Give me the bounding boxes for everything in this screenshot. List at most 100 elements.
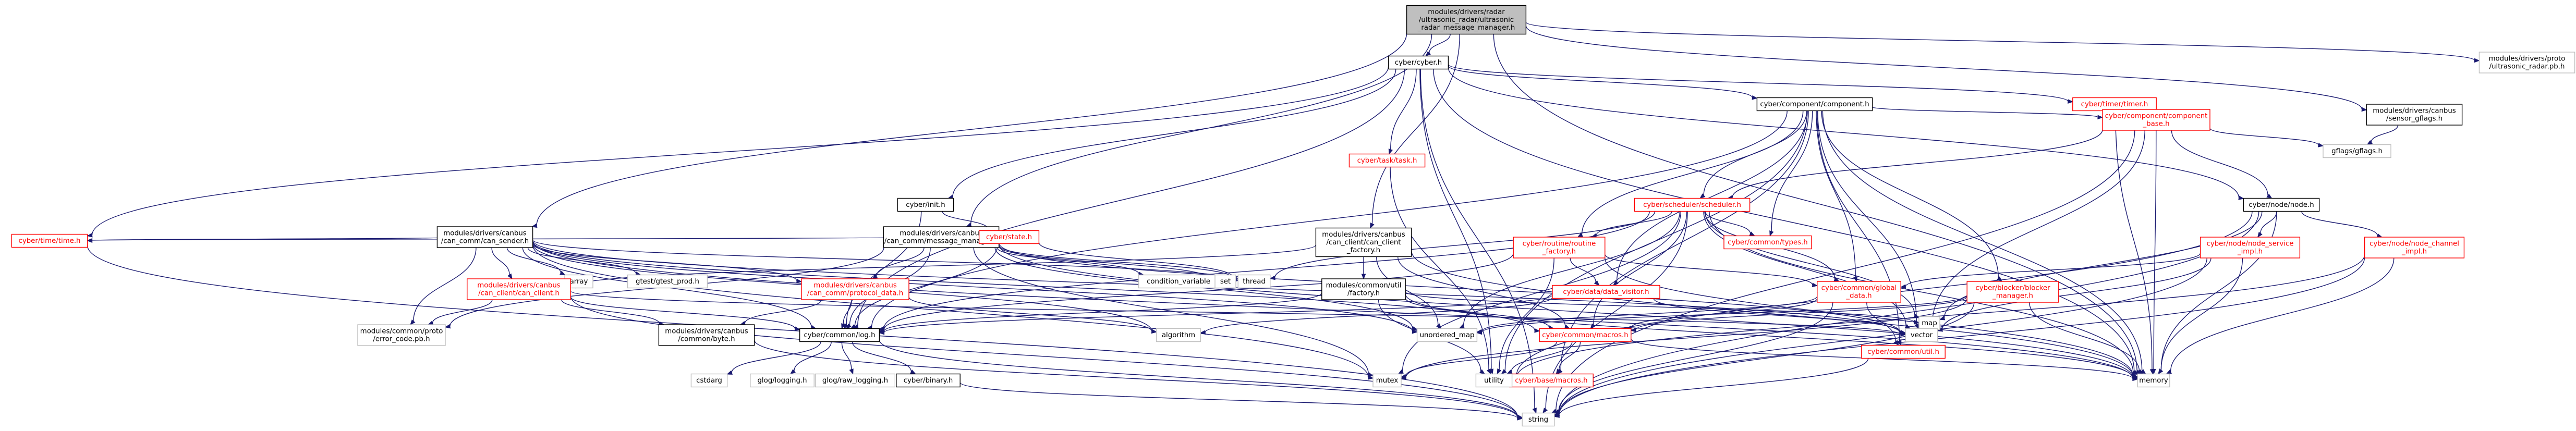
- node-box: [627, 274, 708, 289]
- node-box: [1156, 328, 1201, 342]
- edge-line: [2260, 211, 2277, 233]
- edge-arrowhead: [1900, 284, 1906, 289]
- node-label-line: cyber/blocker/blocker: [1975, 285, 2050, 292]
- node-box: [1138, 274, 1219, 289]
- edge-blocker-to-string: [1553, 302, 1975, 416]
- edge-root-to-can-client-factory: [1370, 34, 1461, 229]
- node-label-line: cyber/binary.h: [904, 377, 953, 385]
- node-error-code: modules/common/proto/error_code.pb.h: [357, 324, 446, 346]
- node-sched[interactable]: cyber/scheduler/scheduler.h: [1634, 198, 1751, 212]
- node-box: [2364, 237, 2465, 258]
- edge-arrowhead: [1476, 330, 1483, 335]
- node-box: [1475, 373, 1513, 388]
- edge-sched-to-string: [1542, 211, 1688, 414]
- edge-arrowhead: [2151, 368, 2156, 375]
- edge-line: [1560, 110, 1809, 371]
- edge-line: [998, 244, 2133, 378]
- node-memory: memory: [2137, 373, 2170, 388]
- node-task[interactable]: cyber/task/task.h: [1348, 153, 1426, 168]
- node-state[interactable]: cyber/state.h: [978, 230, 1040, 244]
- node-time-h[interactable]: cyber/time/time.h: [11, 233, 88, 248]
- node-util-factory[interactable]: modules/common/util/factory.h: [1321, 278, 1406, 300]
- edge-arrowhead: [1486, 368, 1491, 375]
- edge-line: [908, 297, 1152, 332]
- edge-cyber-h-to-timer: [1448, 64, 2074, 104]
- node-gflags-h[interactable]: modules/drivers/canbus/sensor_gflags.h: [2366, 104, 2463, 126]
- node-cyber-h[interactable]: cyber/cyber.h: [1388, 55, 1449, 70]
- node-global[interactable]: cyber/common/global_data.h: [1817, 281, 1901, 303]
- edge-rt-factory-to-global: [1605, 254, 1818, 288]
- node-box: [1237, 274, 1271, 289]
- node-box: [1966, 281, 2059, 303]
- node-root[interactable]: modules/drivers/radar/ultrasonic_radar/u…: [1406, 5, 1527, 35]
- node-can-client-factory[interactable]: modules/drivers/canbus/can_client/can_cl…: [1315, 227, 1412, 257]
- node-box: [1315, 227, 1412, 257]
- edge-arrowhead: [410, 319, 416, 326]
- node-glog: glog/logging.h: [750, 373, 815, 388]
- edge-line: [1705, 211, 1751, 234]
- node-label-line: modules/drivers/proto: [2489, 55, 2566, 63]
- edge-arrowhead: [2140, 369, 2146, 375]
- node-chan-impl[interactable]: cyber/node/node_channel_impl.h: [2364, 237, 2465, 258]
- edge-comp-to-global: [1816, 110, 1858, 282]
- node-timer[interactable]: cyber/timer/timer.h: [2072, 97, 2157, 112]
- edge-node-h-to-map: [1939, 211, 2263, 321]
- node-label-line: _data.h: [1845, 292, 1872, 300]
- node-node-h[interactable]: cyber/node/node.h: [2243, 198, 2320, 212]
- node-types[interactable]: cyber/common/types.h: [1723, 235, 1812, 250]
- node-log[interactable]: cyber/common/log.h: [799, 328, 880, 342]
- edge-line: [973, 247, 1369, 375]
- edge-blocker-to-mutex: [1400, 298, 1967, 380]
- node-comp[interactable]: cyber/component/component.h: [1756, 97, 1873, 112]
- edge-blocker-to-macros: [1630, 296, 1967, 333]
- edge-cyber-h-to-task: [1388, 69, 1417, 155]
- node-svc-impl[interactable]: cyber/node/node_service_impl.h: [2200, 237, 2301, 258]
- node-binary[interactable]: cyber/binary.h: [896, 373, 961, 388]
- node-box: [1416, 328, 1478, 342]
- node-rt-factory[interactable]: cyber/routine/routine_factory.h: [1513, 237, 1606, 258]
- edge-line: [970, 34, 1432, 225]
- node-label-line: condition_variable: [1147, 278, 1210, 286]
- edge-arrowhead: [87, 233, 93, 238]
- node-can-sender[interactable]: modules/drivers/canbus/can_comm/can_send…: [436, 226, 533, 248]
- edge-line: [413, 247, 477, 322]
- edge-util-factory-to-map: [1405, 291, 1920, 325]
- node-protocol[interactable]: modules/drivers/canbus/can_comm/protocol…: [801, 278, 909, 300]
- edge-arrowhead: [1812, 282, 1818, 288]
- node-box: [815, 373, 896, 388]
- edge-arrowhead: [1151, 329, 1158, 334]
- node-byte[interactable]: modules/drivers/canbus/common/byte.h: [658, 324, 755, 346]
- edge-protocol-to-log: [841, 299, 852, 329]
- edge-rt-factory-to-utility: [1497, 257, 1554, 375]
- edge-arrowhead: [2097, 115, 2104, 120]
- edge-comp-base-to-memory: [2151, 130, 2157, 375]
- edge-arrowhead: [2132, 376, 2138, 381]
- node-util-h[interactable]: cyber/common/util.h: [1861, 344, 1946, 359]
- edge-can-sender-to-mutex: [532, 244, 1374, 380]
- node-base-macros[interactable]: cyber/base/macros.h: [1509, 373, 1594, 388]
- node-label-line: cyber/state.h: [986, 233, 1032, 241]
- node-vector: vector: [1905, 328, 1938, 342]
- edge-cyber-h-to-comp: [1448, 65, 1758, 100]
- node-label-line: modules/drivers/canbus: [1322, 231, 1405, 239]
- node-box: [357, 324, 446, 346]
- edge-arrowhead: [1199, 330, 1206, 335]
- node-label-line: cyber/init.h: [906, 201, 945, 209]
- node-box: [1539, 328, 1632, 342]
- edge-line: [1405, 294, 2133, 378]
- node-macros[interactable]: cyber/common/macros.h: [1539, 328, 1632, 342]
- node-label-line: cyber/common/types.h: [1728, 239, 1807, 247]
- node-label-line: _factory.h: [1346, 247, 1380, 254]
- edge-cyber-h-to-node-h: [1448, 67, 2244, 200]
- edge-arrowhead: [2137, 369, 2144, 375]
- node-comp-base[interactable]: cyber/component/component_base.h: [2102, 109, 2210, 131]
- node-box: [1817, 281, 1901, 303]
- edge-chan-impl-to-string: [1553, 257, 2365, 418]
- node-can-client[interactable]: modules/drivers/canbus/can_client/can_cl…: [467, 278, 571, 300]
- node-label-line: cyber/component/component.h: [1760, 101, 1869, 108]
- edge-arrowhead: [1939, 316, 1946, 321]
- node-init[interactable]: cyber/init.h: [897, 198, 954, 212]
- node-blocker[interactable]: cyber/blocker/blocker_manager.h: [1966, 281, 2059, 303]
- node-data-visitor[interactable]: cyber/data/data_visitor.h: [1552, 285, 1660, 299]
